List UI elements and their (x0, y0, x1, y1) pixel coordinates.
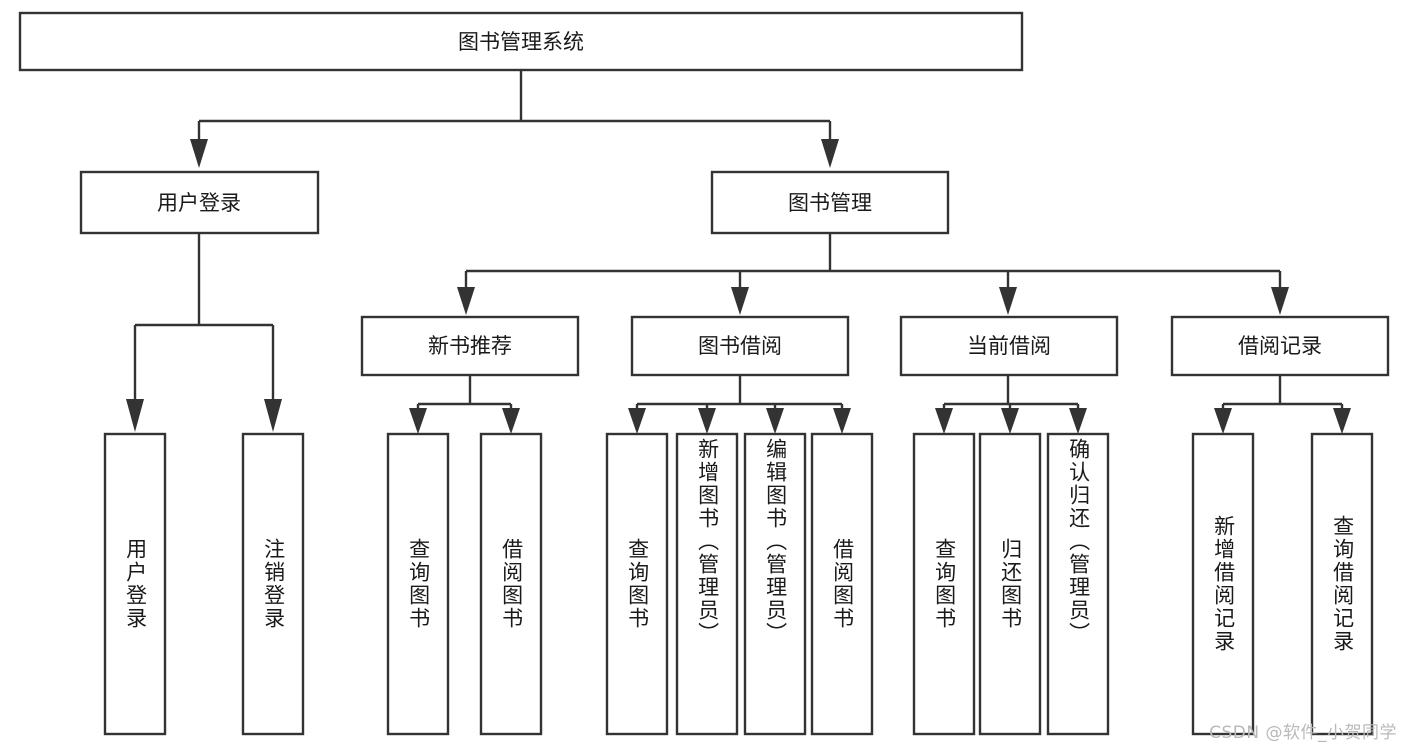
arrow-root-to-user-login (190, 139, 208, 168)
connectors-book-manage (457, 233, 1289, 315)
node-book-borrow[interactable]: 图书借阅 (630, 315, 850, 377)
node-user-login-label: 用户登录 (157, 191, 241, 215)
leaf-boxes-current-borrow (912, 432, 1110, 736)
leaf-box-nbr-2[interactable] (479, 432, 543, 736)
connectors-borrow-record (1214, 375, 1351, 434)
node-book-manage[interactable]: 图书管理 (710, 170, 950, 235)
node-new-book-recommend[interactable]: 新书推荐 (360, 315, 580, 377)
node-root-box[interactable] (18, 11, 1024, 72)
leaf-boxes-book-borrow (605, 432, 874, 736)
leaf-box-cb-1[interactable] (912, 432, 976, 736)
connectors-user-login (126, 233, 282, 432)
node-root-label: 图书管理系统 (458, 30, 584, 54)
arrow-bb-leaf-1 (628, 408, 646, 434)
node-borrow-record-box[interactable] (1170, 315, 1390, 377)
leaf-box-bb-2[interactable] (675, 432, 739, 736)
arrow-nbr-leaf-1 (409, 408, 427, 434)
leaf-box-bb-1[interactable] (605, 432, 669, 736)
node-borrow-record[interactable]: 借阅记录 (1170, 315, 1390, 377)
leaf-box-bb-4[interactable] (810, 432, 874, 736)
node-new-book-recommend-label: 新书推荐 (428, 334, 512, 358)
connectors-book-borrow (628, 375, 851, 434)
node-book-borrow-box[interactable] (630, 315, 850, 377)
leaf-box-br-1[interactable] (1191, 432, 1255, 736)
arrow-user-login-leaf-2 (264, 399, 282, 432)
arrow-bb-leaf-2 (698, 408, 716, 434)
leaf-boxes-borrow-record (1191, 432, 1374, 736)
leaf-box-cb-3[interactable] (1046, 432, 1110, 736)
arrow-nbr-leaf-2 (502, 408, 520, 434)
leaf-box-nbr-1[interactable] (386, 432, 450, 736)
watermark-text: CSDN @软件_小贺同学 (1209, 723, 1397, 743)
node-user-login[interactable]: 用户登录 (79, 170, 320, 235)
arrow-bm-to-current-borrow (999, 287, 1017, 315)
connectors-current-borrow (935, 375, 1087, 434)
arrow-bm-to-borrow-record (1271, 287, 1289, 315)
node-user-login-box[interactable] (79, 170, 320, 235)
arrow-root-to-book-manage (821, 139, 839, 168)
arrow-bb-leaf-4 (833, 408, 851, 434)
node-new-book-recommend-box[interactable] (360, 315, 580, 377)
node-book-borrow-label: 图书借阅 (698, 334, 782, 358)
node-current-borrow-label: 当前借阅 (967, 334, 1051, 358)
node-book-manage-box[interactable] (710, 170, 950, 235)
leaf-box-user-login-2[interactable] (241, 432, 305, 736)
leaf-box-bb-3[interactable] (743, 432, 807, 736)
arrow-user-login-leaf-1 (126, 399, 144, 432)
arrow-bb-leaf-3 (766, 408, 784, 434)
node-root[interactable]: 图书管理系统 (18, 11, 1024, 72)
leaf-boxes-new-book-recommend (386, 432, 543, 736)
node-current-borrow-box[interactable] (899, 315, 1119, 377)
leaf-box-br-2[interactable] (1310, 432, 1374, 736)
arrow-br-leaf-2 (1333, 408, 1351, 434)
leaf-boxes-user-login (103, 432, 305, 736)
node-current-borrow[interactable]: 当前借阅 (899, 315, 1119, 377)
arrow-bm-to-book-borrow (731, 287, 749, 315)
arrow-cb-leaf-3 (1069, 408, 1087, 434)
leaf-box-user-login-1[interactable] (103, 432, 167, 736)
node-borrow-record-label: 借阅记录 (1238, 334, 1322, 358)
node-book-manage-label: 图书管理 (788, 191, 872, 215)
connectors-new-book-recommend (409, 375, 520, 434)
leaf-box-cb-2[interactable] (978, 432, 1042, 736)
arrow-bm-to-new-book (457, 287, 475, 315)
arrow-cb-leaf-2 (1001, 408, 1019, 434)
arrow-br-leaf-1 (1214, 408, 1232, 434)
arrow-cb-leaf-1 (935, 408, 953, 434)
connectors-root (190, 70, 839, 168)
